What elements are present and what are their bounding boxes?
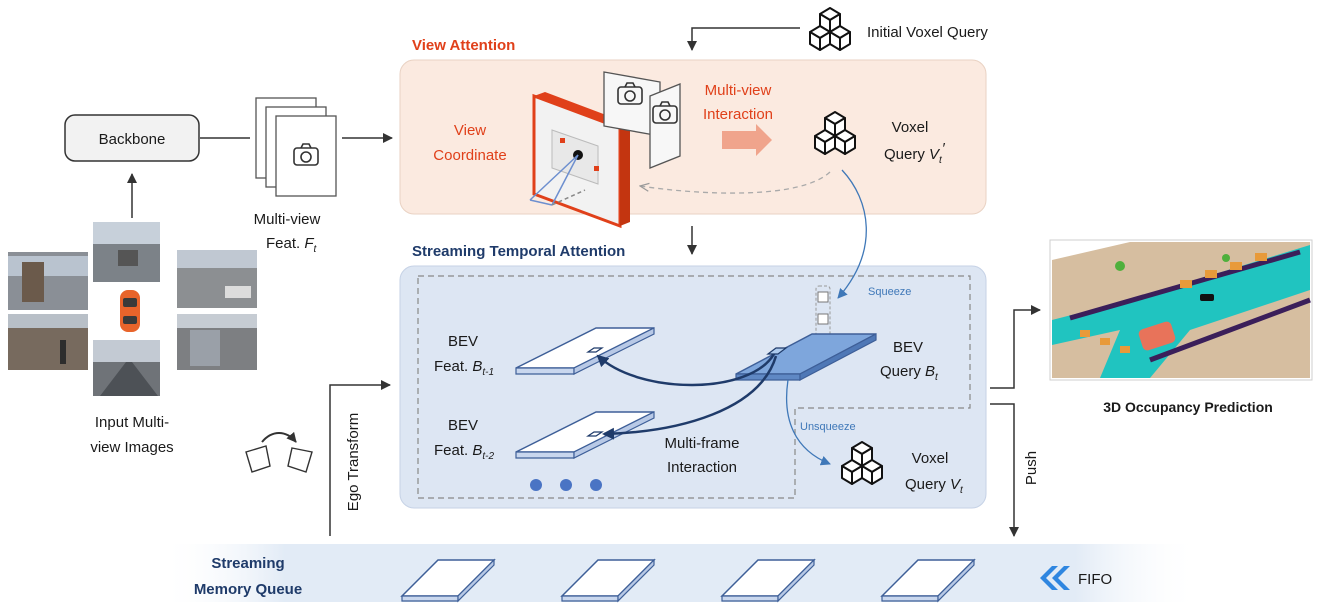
view-coordinate-line1: View	[454, 122, 486, 139]
arrow-query-to-t2	[602, 355, 778, 440]
memory-queue-slot	[560, 558, 656, 603]
multiview-feat-line2: Feat. Ft	[266, 235, 318, 255]
rotate-arrow-icon	[261, 431, 297, 443]
bev-query-line1: BEV	[893, 339, 923, 356]
multiframe-line2: Interaction	[667, 459, 737, 476]
multiframe-line1: Multi-frame	[664, 435, 739, 452]
memory-queue-line2: Memory Queue	[194, 581, 302, 598]
multiview-interaction-line1: Multi-view	[705, 82, 772, 99]
input-images: Input Multi- view Images	[8, 222, 257, 456]
bev-query-line2: Query Bt	[880, 363, 939, 383]
interaction-arrow	[722, 124, 772, 156]
backbone-block: Backbone	[64, 114, 200, 162]
arrow-initial-query	[687, 27, 800, 51]
bev-feat-t1-line2: Feat. Bt-1	[434, 358, 494, 378]
ego-transform-label: Ego Transform	[345, 413, 362, 511]
fifo-label: FIFO	[1078, 571, 1112, 588]
memory-queue-line1: Streaming	[211, 555, 284, 572]
ellipsis-dot	[560, 479, 572, 491]
memory-queue-slot	[720, 558, 816, 603]
temporal-dashed-region	[417, 275, 971, 499]
bev-feat-t1-line1: BEV	[448, 333, 478, 350]
input-caption-line2: view Images	[90, 439, 173, 456]
arrow-ego-transform	[329, 380, 391, 536]
input-caption-line1: Input Multi-	[95, 414, 169, 431]
bev-query-plane	[735, 333, 877, 381]
ellipsis-dot	[590, 479, 602, 491]
push-label: Push	[1023, 451, 1040, 485]
arrow-query-to-t1	[596, 353, 776, 387]
memory-queue-slot	[400, 558, 496, 603]
voxel-cube-icon	[809, 7, 851, 51]
voxel-query-prime-line1: Voxel	[892, 119, 929, 136]
view-attention-panel	[399, 59, 987, 215]
unsqueeze-label: Unsqueeze	[800, 421, 856, 433]
multiview-interaction-line2: Interaction	[703, 106, 773, 123]
memory-queue-band	[160, 544, 1200, 602]
bev-feat-t1-plane	[515, 327, 655, 375]
squeeze-arrow	[837, 169, 867, 299]
bev-feat-t2-line2: Feat. Bt-2	[434, 442, 494, 462]
arrow-push	[990, 403, 1019, 537]
multiview-feat-line1: Multi-view	[254, 211, 321, 228]
arrow-to-occupancy	[990, 305, 1041, 389]
view-attention-title: View Attention	[412, 37, 515, 54]
extra-camera-views	[603, 71, 681, 169]
view-coordinate-line2: Coordinate	[433, 147, 506, 164]
squeeze-label: Squeeze	[868, 286, 911, 298]
ego-motion-icon	[245, 431, 313, 473]
occupancy-label: 3D Occupancy Prediction	[1103, 399, 1273, 415]
memory-queue-slots	[400, 558, 976, 603]
ellipsis-dot	[530, 479, 542, 491]
image-plane	[529, 92, 630, 229]
voxel-query-t-line1: Voxel	[912, 450, 949, 467]
temporal-attention-title: Streaming Temporal Attention	[412, 243, 625, 260]
fifo-chevron-icon	[1040, 566, 1070, 590]
multiview-feature-stack	[255, 97, 337, 197]
unsqueeze-arrow	[785, 379, 831, 466]
bev-feat-t2-line1: BEV	[448, 417, 478, 434]
car-icon	[120, 290, 140, 332]
voxel-query-prime-line2: Query Vt′	[884, 140, 946, 166]
initial-voxel-query-label: Initial Voxel Query	[867, 24, 988, 41]
memory-queue-slot	[880, 558, 976, 603]
backbone-label: Backbone	[99, 131, 166, 148]
voxel-query-t-line2: Query Vt	[905, 476, 964, 496]
occupancy-prediction-image	[1049, 239, 1313, 381]
